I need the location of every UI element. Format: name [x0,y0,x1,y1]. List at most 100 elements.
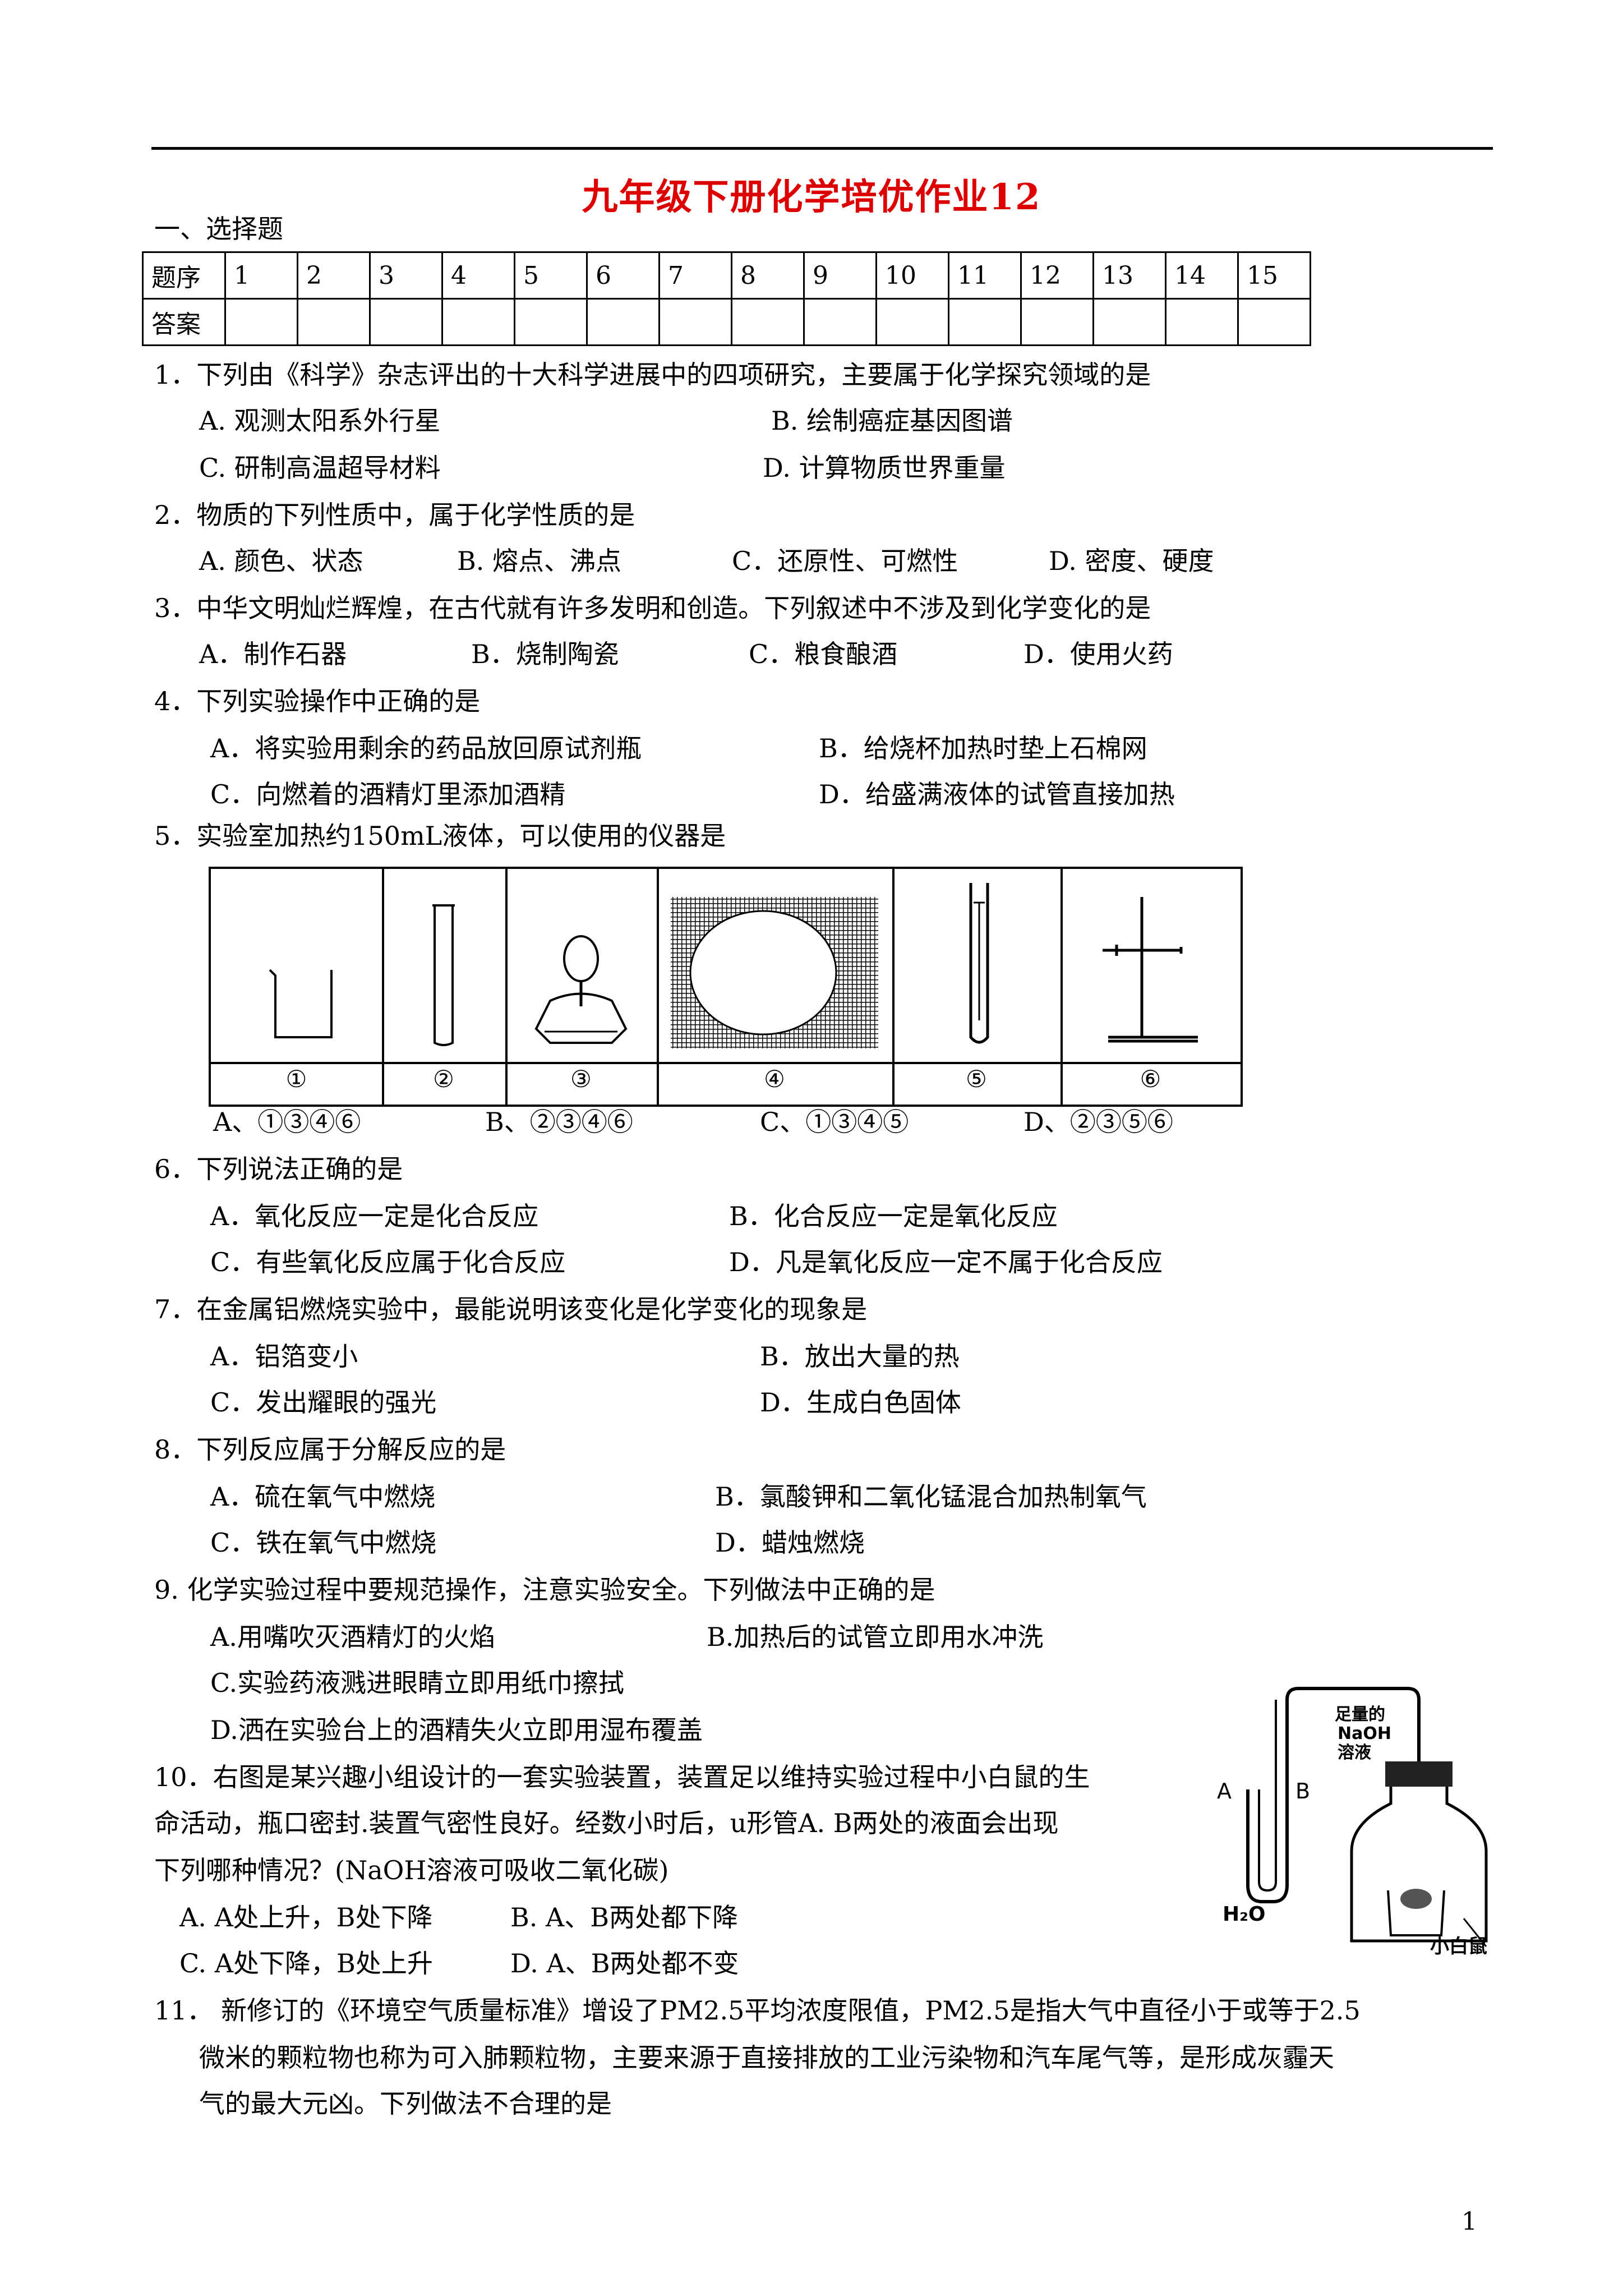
table-cell: 7 [658,251,732,300]
wire-gauze-icon [668,894,881,1051]
answer-cell[interactable] [514,298,588,346]
question-11-line-3: 气的最大元凶。下列做法不合理的是 [199,2088,612,2119]
question-10-line-1: 10．右图是某兴趣小组设计的一套实验装置，装置足以维持实验过程中小白鼠的生 [154,1762,1090,1792]
answer-cell[interactable] [586,298,660,346]
question-3-option-a: A．制作石器 [199,639,347,669]
question-3-option-d: D．使用火药 [1023,639,1173,669]
table-cell: 15 [1237,251,1311,300]
apparatus-label: ④ [764,1065,785,1093]
question-7-option-b: B．放出大量的热 [760,1341,960,1372]
apparatus-label: ③ [570,1065,592,1093]
question-9-stem: 9. 化学实验过程中要规范操作，注意实验安全。下列做法中正确的是 [154,1575,935,1605]
answer-cell[interactable] [1237,298,1311,346]
question-9-option-b: B.加热后的试管立即用水冲洗 [707,1622,1044,1652]
answer-cell[interactable] [1165,298,1239,346]
table-cell: 8 [731,251,805,300]
table-row: 题序 1 2 3 4 5 6 7 8 9 10 11 12 13 14 15 [142,251,1311,300]
question-10-option-b: B. A、B两处都下降 [510,1902,739,1932]
question-6-option-d: D．凡是氧化反应一定不属于化合反应 [729,1247,1163,1277]
answer-cell[interactable] [1020,298,1094,346]
answer-cell[interactable] [224,298,298,346]
table-row: 答案 [142,298,1311,346]
table-cell: 10 [875,251,949,300]
question-6-option-c: C．有些氧化反应属于化合反应 [210,1247,566,1277]
question-9-option-d: D.洒在实验台上的酒精失火立即用湿布覆盖 [210,1715,703,1745]
answer-table: 题序 1 2 3 4 5 6 7 8 9 10 11 12 13 14 15 答… [142,251,1311,346]
question-6-stem: 6．下列说法正确的是 [154,1154,403,1184]
question-11-line-1: 11． 新修订的《环境空气质量标准》增设了PM2.5平均浓度限值，PM2.5是指… [154,1995,1361,2026]
question-1-option-c: C. 研制高温超导材料 [199,453,441,483]
page-title: 九年级下册化学培优作业12 [582,176,1041,218]
table-header-cell: 答案 [142,298,226,346]
answer-cell[interactable] [731,298,805,346]
question-1-option-a: A. 观测太阳系外行星 [199,406,441,436]
question-4-option-d: D．给盛满液体的试管直接加热 [819,779,1175,809]
apparatus-label: ② [433,1065,454,1093]
question-8-stem: 8．下列反应属于分解反应的是 [154,1434,506,1465]
question-3-option-c: C．粮食酿酒 [749,639,898,669]
answer-cell[interactable] [297,298,371,346]
label-mouse: 小白鼠 [1430,1935,1487,1958]
question-8-option-d: D．蜡烛燃烧 [715,1527,865,1558]
question-9-option-c: C.实验药液溅进眼睛立即用纸巾擦拭 [210,1668,625,1698]
question-1-stem: 1．下列由《科学》杂志评出的十大科学进展中的四项研究，主要属于化学探究领域的是 [154,360,1151,390]
apparatus-cell [892,869,1063,1105]
question-8-option-a: A．硫在氧气中燃烧 [210,1481,436,1512]
label-a: A [1217,1779,1232,1803]
question-4-option-a: A．将实验用剩余的药品放回原试剂瓶 [210,733,642,763]
apparatus-label-row [211,1062,1241,1107]
table-cell: 5 [514,251,588,300]
apparatus-label: ⑥ [1140,1065,1161,1093]
page-number: 1 [1461,2207,1477,2236]
answer-cell[interactable] [441,298,515,346]
answer-cell[interactable] [803,298,877,346]
section-heading: 一、选择题 [154,214,283,244]
question-11-line-2: 微米的颗粒物也称为可入肺颗粒物，主要来源于直接排放的工业污染物和汽车尾气等，是形… [199,2042,1334,2073]
question-3-option-b: B．烧制陶瓷 [471,639,619,669]
table-cell: 11 [948,251,1022,300]
apparatus-label: ① [285,1065,307,1093]
question-10-option-c: C. A处下降，B处上升 [179,1948,433,1978]
apparatus-figure: ① ② ③ ④ ⑤ ⑥ [209,867,1243,1107]
label-naoh-1: 足量的 [1335,1705,1385,1724]
apparatus-label: ⑤ [966,1065,987,1093]
question-6-option-b: B．化合反应一定是氧化反应 [729,1201,1058,1231]
question-2-option-c: C．还原性、可燃性 [732,546,958,576]
table-cell: 3 [369,251,443,300]
question-7-option-d: D．生成白色固体 [760,1387,961,1418]
question-10-option-d: D. A、B两处都不变 [510,1948,739,1978]
header-rule [151,147,1493,150]
table-cell: 12 [1020,251,1094,300]
question-1-option-d: D. 计算物质世界重量 [763,453,1006,483]
table-cell: 4 [441,251,515,300]
question-10-option-a: A. A处上升，B处下降 [179,1902,433,1932]
table-cell: 9 [803,251,877,300]
question-5-stem: 5．实验室加热约150mL液体，可以使用的仪器是 [154,821,726,851]
question-7-option-c: C．发出耀眼的强光 [210,1387,437,1418]
answer-cell[interactable] [369,298,443,346]
label-water: H₂O [1223,1903,1266,1926]
beaker-icon [264,964,337,1043]
question-2-stem: 2．物质的下列性质中，属于化学性质的是 [154,500,635,530]
question-7-stem: 7．在金属铝燃烧实验中，最能说明该变化是化学变化的现象是 [154,1294,868,1324]
alcohol-lamp-icon [528,933,634,1051]
mouse-apparatus-figure: A B H₂O 足量的 NaOH 溶液 小白鼠 [1217,1677,1509,1958]
question-5-option-a: A、①③④⑥ [213,1107,361,1137]
question-2-option-b: B. 熔点、沸点 [457,546,622,576]
apparatus-cell [505,869,659,1105]
question-3-stem: 3．中华文明灿烂辉煌，在古代就有许多发明和创造。下列叙述中不涉及到化学变化的是 [154,593,1151,623]
question-6-option-a: A．氧化反应一定是化合反应 [210,1201,539,1231]
question-10-line-2: 命活动，瓶口密封.装置气密性良好。经数小时后，u形管A. B两处的液面会出现 [154,1808,1059,1838]
answer-cell[interactable] [948,298,1022,346]
test-tube-icon [957,880,1002,1048]
question-4-stem: 4．下列实验操作中正确的是 [154,686,481,716]
answer-cell[interactable] [658,298,732,346]
table-cell: 2 [297,251,371,300]
label-naoh-2: NaOH [1338,1724,1391,1743]
table-cell: 1 [224,251,298,300]
answer-cell[interactable] [875,298,949,346]
question-5-option-c: C、①③④⑤ [760,1107,909,1137]
answer-cell[interactable] [1092,298,1166,346]
u-tube-bottle-icon [1246,1687,1488,1947]
